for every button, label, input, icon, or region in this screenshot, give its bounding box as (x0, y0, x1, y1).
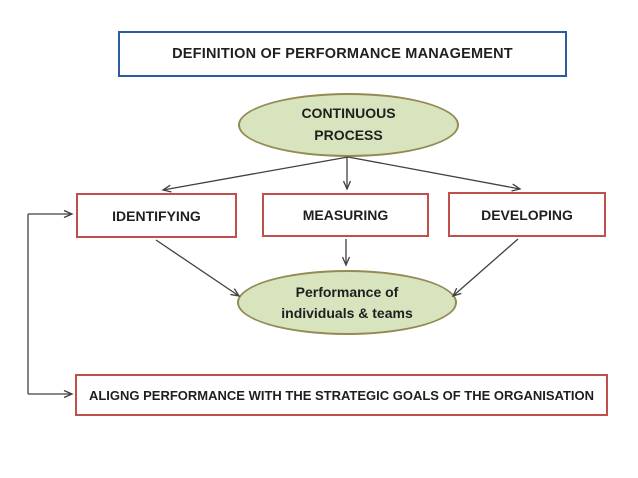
arrow-process-to-developing (347, 156, 522, 192)
measuring-label: MEASURING (302, 207, 389, 223)
identifying-label: IDENTIFYING (112, 207, 201, 224)
alignment-banner: ALIGNG PERFORMANCE WITH THE STRATEGIC GO… (75, 374, 608, 416)
performance-line2: individuals & teams (281, 304, 413, 321)
arrow-identifying-to-performance (155, 239, 241, 297)
performance-line1: Performance of (295, 284, 399, 301)
continuous-process-line1: CONTINUOUS (301, 105, 396, 122)
continuous-process-line2: PROCESS (314, 127, 383, 143)
title-box: DEFINITION OF PERFORMANCE MANAGEMENT (118, 31, 567, 77)
title-text: DEFINITION OF PERFORMANCE MANAGEMENT (172, 46, 513, 62)
performance-ellipse: Performance of individuals & teams (237, 270, 457, 335)
developing-label: DEVELOPING (481, 206, 573, 223)
arrow-process-to-identifying (161, 156, 349, 193)
arrow-developing-to-performance (451, 238, 519, 298)
identifying-box: IDENTIFYING (76, 193, 237, 238)
measuring-box: MEASURING (262, 193, 429, 237)
continuous-process-ellipse: CONTINUOUS PROCESS (238, 93, 459, 157)
developing-box: DEVELOPING (448, 192, 606, 237)
alignment-banner-text: ALIGNG PERFORMANCE WITH THE STRATEGIC GO… (88, 387, 595, 403)
